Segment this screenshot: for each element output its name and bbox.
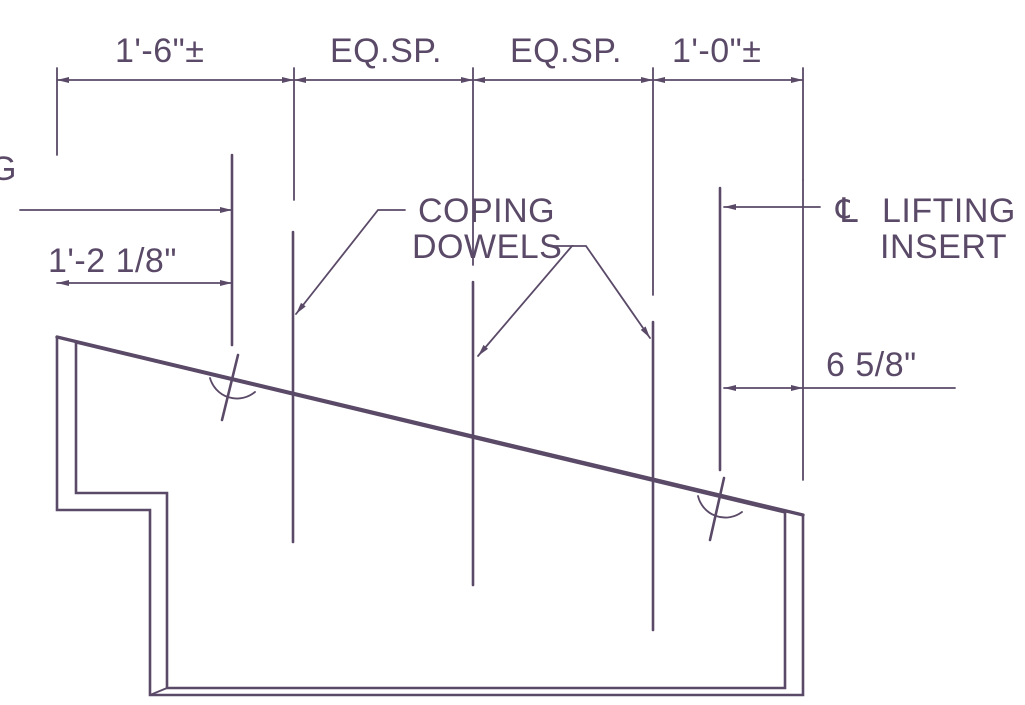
right-insert-offset-label: 6 5/8" (826, 346, 917, 384)
right-lifting-insert-tail (708, 476, 726, 542)
dimension-middle-left: EQ.SP. (330, 32, 442, 70)
extension-lines (56, 67, 804, 296)
left-insert-offset-label: 1'-2 1/8" (48, 242, 177, 280)
lifting-insert-label-line1: LIFTING (882, 192, 1016, 230)
dimension-right-end: 1'-0"± (672, 32, 761, 70)
coping-section-outline (55, 335, 805, 697)
coping-dowels-label-line1: COPING (418, 192, 555, 230)
coping-dowels-leaders (295, 209, 651, 357)
coping-dowels-label-line2: DOWELS (412, 228, 562, 266)
dimension-middle-right: EQ.SP. (510, 32, 622, 70)
left-lifting-insert-tail (220, 353, 240, 422)
cut-off-label: G (0, 150, 17, 188)
right-insert-angle-arc (697, 495, 743, 519)
lifting-insert-label-line2: INSERT (880, 228, 1007, 266)
dimension-left-end: 1'-6"± (115, 32, 204, 70)
centerline-icon: ℄ (835, 191, 858, 231)
left-insert-angle-arc (209, 377, 256, 400)
